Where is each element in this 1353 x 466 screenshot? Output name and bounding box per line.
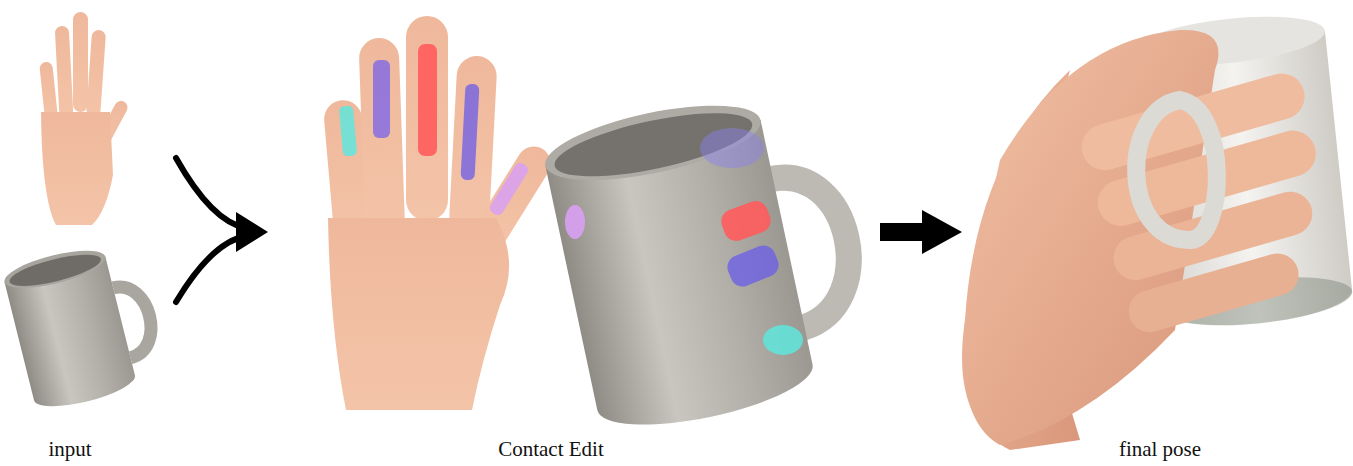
contact-mug [539,78,877,439]
contact-patch [488,161,531,218]
panel-caption: input [48,437,91,462]
contact-patch [418,44,437,156]
input-hand [39,12,130,225]
input-mug [1,236,166,414]
panel-caption: Contact Edit [498,437,604,462]
contact-patch [339,105,357,156]
contact-patch [373,60,390,138]
final-pose [962,9,1353,450]
curved-arrow [176,158,268,302]
contact-patch [565,205,585,239]
straight-arrow [880,210,962,254]
contact-patch [763,325,803,355]
contact-patch [724,242,782,290]
contact-hand [323,16,558,410]
contact-patch [460,84,479,181]
contact-patch [700,128,764,168]
contact-patch [718,198,774,244]
panel-caption: final pose [1119,437,1201,462]
